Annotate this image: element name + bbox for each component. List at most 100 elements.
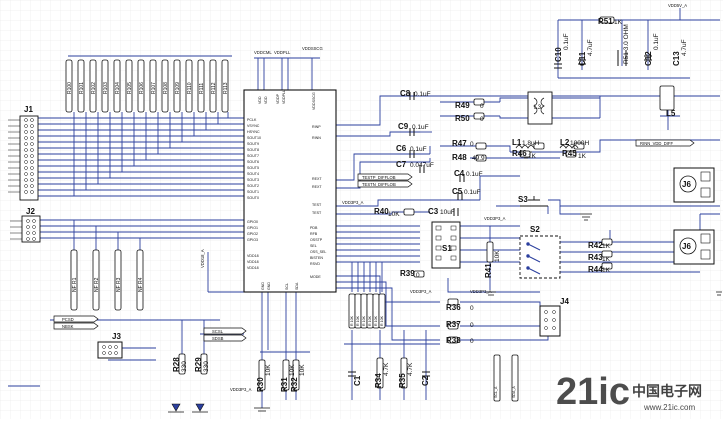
net-flag-scl: SCSL [212,329,224,334]
ic-pin-left-8: SOUT5 [247,166,259,170]
lower-resistor-label-0: NF R1 [72,277,78,292]
leds [168,403,208,413]
site-watermark: 21ic 中国电子网 www.21ic.com [556,371,702,413]
pullup-label-2: R102 [91,82,97,94]
main-ic: PCLK VSYNC HSYNC SOUT10 SOUT9 SOUT8 SOUT… [200,46,337,293]
label-c13: C13 [672,51,681,66]
pullup-label-6: R106 [139,82,145,94]
label-c12: C12 [644,51,653,66]
ic-top-pins: VDD VDD VDDP VDDPLL VDDSSCG [258,90,316,110]
pullup-resistor-bank [65,59,229,113]
connector-j3: J3 [97,332,123,359]
value-r51: 1K [614,19,623,26]
value-c9: 0.1uF [412,124,429,131]
ic-pin-right-4: TEST [312,203,322,207]
array-label-3: R 10K [368,315,372,326]
value-c10: 0.1uF [563,33,570,50]
label-r32: R32 [290,377,299,392]
ic-pin-right-7: RFB [310,232,318,236]
ic-pin-right-0: RINP [312,125,321,129]
pullup-resistor-labels: R100 R101 R102 R103 R104 R105 R106 R107 … [67,82,229,94]
ic-pin-right-2: REXT [312,177,322,181]
lower-resistor-labels: NF R1 NF R2 NF R3 NF R4 [72,277,144,292]
value-r40: 10K [388,211,400,218]
net-vdd3p3-3: VDD3P3_A [410,289,432,294]
net-vdd3p3-4: VDD3P3_A [470,289,492,294]
value-r48: 49.9 [472,155,485,162]
value-c13: 4.7uF [681,39,688,56]
value-r46: 1K [528,153,537,160]
right-small-parts [178,16,675,402]
ic-left-pins: PCLK VSYNC HSYNC SOUT10 SOUT9 SOUT8 SOUT… [247,118,261,270]
ic-pin-right-8: OSSTP [310,238,323,242]
value-r35: 4.7K [407,362,414,376]
value-r41: 10K [494,250,501,262]
label-r38: R38 [446,336,461,345]
switch-s3: S3 [518,195,548,207]
connector-j6-b: J6 [673,229,715,265]
net-flag-rinn: RINN_VDD_DIFF [640,141,673,146]
label-r39: R39 [400,269,415,278]
ic-pin-left-14: GPIO0 [247,220,258,224]
value-l1: 1.8uH [522,140,540,147]
ic-power-label-1: VDDPLL [274,50,291,55]
value-r28: 330 [181,361,188,372]
value-c5: 0.1uF [464,189,481,196]
ic-pin-left-20: VDD18 [247,266,259,270]
switch-s2: S2 [519,225,561,279]
ic-pin-left-2: HSYNC [247,130,260,134]
j2-label: J2 [26,207,35,216]
value-r37: 0 [470,322,474,329]
value-r29: 330 [203,361,210,372]
ic-pin-top-3: VDDPLL [282,90,286,104]
pullup-label-5: R105 [127,82,133,94]
pullup-label-3: R103 [103,82,109,94]
value-r39: 0 [416,272,420,279]
value-r36: 0 [470,305,474,312]
pullup-label-0: R100 [67,82,73,94]
net-scl: SCL_A [494,386,498,398]
label-r45: R45 [562,149,577,158]
value-labels: 0.1uF 0.1uF 0.1uF 0.047uF 0.1uF 0.1uF 10… [181,19,688,376]
net-vdd3p3-1: VDD3P3_A [342,200,364,205]
ic-top-power-labels: VDDCML VDDPLL VDDSSCG [254,46,323,55]
j6a-label: J6 [682,180,691,189]
ic-pin-left-16: GPIO2 [247,232,258,236]
label-c7: C7 [396,160,407,169]
ic-pin-left-6: SOUT7 [247,154,259,158]
ic-pin-left-4: SOUT9 [247,142,259,146]
ic-pin-left-12: SOUT1 [247,190,259,194]
lower-resistors [70,249,144,311]
lower-resistor-label-2: NF R3 [116,277,122,292]
value-c3: 10uF [440,209,455,216]
pullup-label-10: R110 [187,82,193,94]
ground-symbols [254,151,722,412]
ic-pin-right-10: OSS_SEL [310,250,326,254]
ic-pin-left-15: GPIO1 [247,226,258,230]
ic-pin-left-1: VSYNC [247,124,260,128]
pullup-label-7: R107 [151,82,157,94]
pullup-label-12: R112 [211,82,217,94]
value-r30: 10K [265,364,272,376]
ic-pin-right-3: REXT [312,185,322,189]
pullup-label-13: R113 [223,82,229,94]
pullup-label-8: R108 [163,82,169,94]
label-r49: R49 [455,101,470,110]
ic-pin-bottom-1: GND [267,282,271,290]
ic-pin-right-5: TEST [312,211,322,215]
value-r38: 0 [470,338,474,345]
value-r49: 0 [480,103,484,110]
connector-j6-a: J6 [673,167,715,203]
connector-j2 [10,215,41,243]
j4-label: J4 [560,297,569,306]
switch-s1: S1 [431,221,461,269]
label-r46: R46 [512,149,527,158]
j1-label: J1 [24,105,33,114]
bottom-rotated-nets: SCL_A SDA_A [494,386,516,398]
net-vdd3p3-5: VDD3P3_A [230,387,252,392]
ic-pin-top-1: VDD [264,96,268,104]
ic-pin-left-10: SOUT3 [247,178,259,182]
ic-pin-right-6: PDB [310,226,318,230]
ic-pin-left-5: SOUT8 [247,148,259,152]
ic-pin-right-11: BISTEN [310,256,323,260]
